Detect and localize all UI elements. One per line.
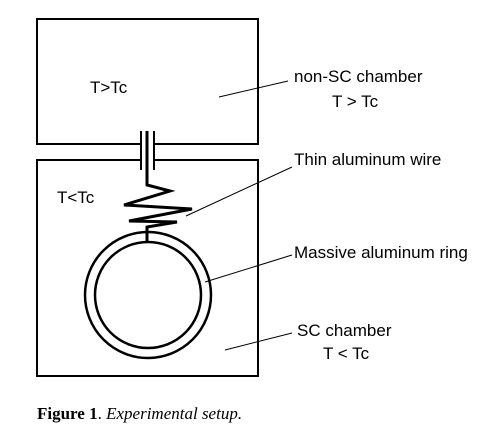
ring-label: Massive aluminum ring xyxy=(294,243,468,262)
upper-chamber-condition: T > Tc xyxy=(332,92,379,111)
upper-chamber-name: non-SC chamber xyxy=(294,67,423,86)
leader-wire xyxy=(185,166,293,217)
leader-ring xyxy=(204,254,293,283)
leader-upper-chamber xyxy=(218,80,289,98)
caption-separator: . xyxy=(97,404,107,423)
figure-number: Figure 1 xyxy=(37,404,98,423)
lower-chamber-temp-label: T<Tc xyxy=(57,188,95,207)
upper-chamber-box xyxy=(36,18,259,145)
figure-caption: Figure 1. Experimental setup. xyxy=(37,404,242,424)
aluminum-wire xyxy=(123,131,193,243)
aluminum-ring-outer xyxy=(83,230,213,360)
aluminum-ring-inner xyxy=(93,240,203,350)
lower-chamber-name: SC chamber xyxy=(297,321,392,340)
wire-label: Thin aluminum wire xyxy=(294,150,441,169)
lower-chamber-condition: T < Tc xyxy=(323,344,370,363)
caption-text: Experimental setup. xyxy=(106,404,243,423)
upper-chamber-temp-label: T>Tc xyxy=(90,78,128,97)
leader-lower-chamber xyxy=(224,332,293,351)
